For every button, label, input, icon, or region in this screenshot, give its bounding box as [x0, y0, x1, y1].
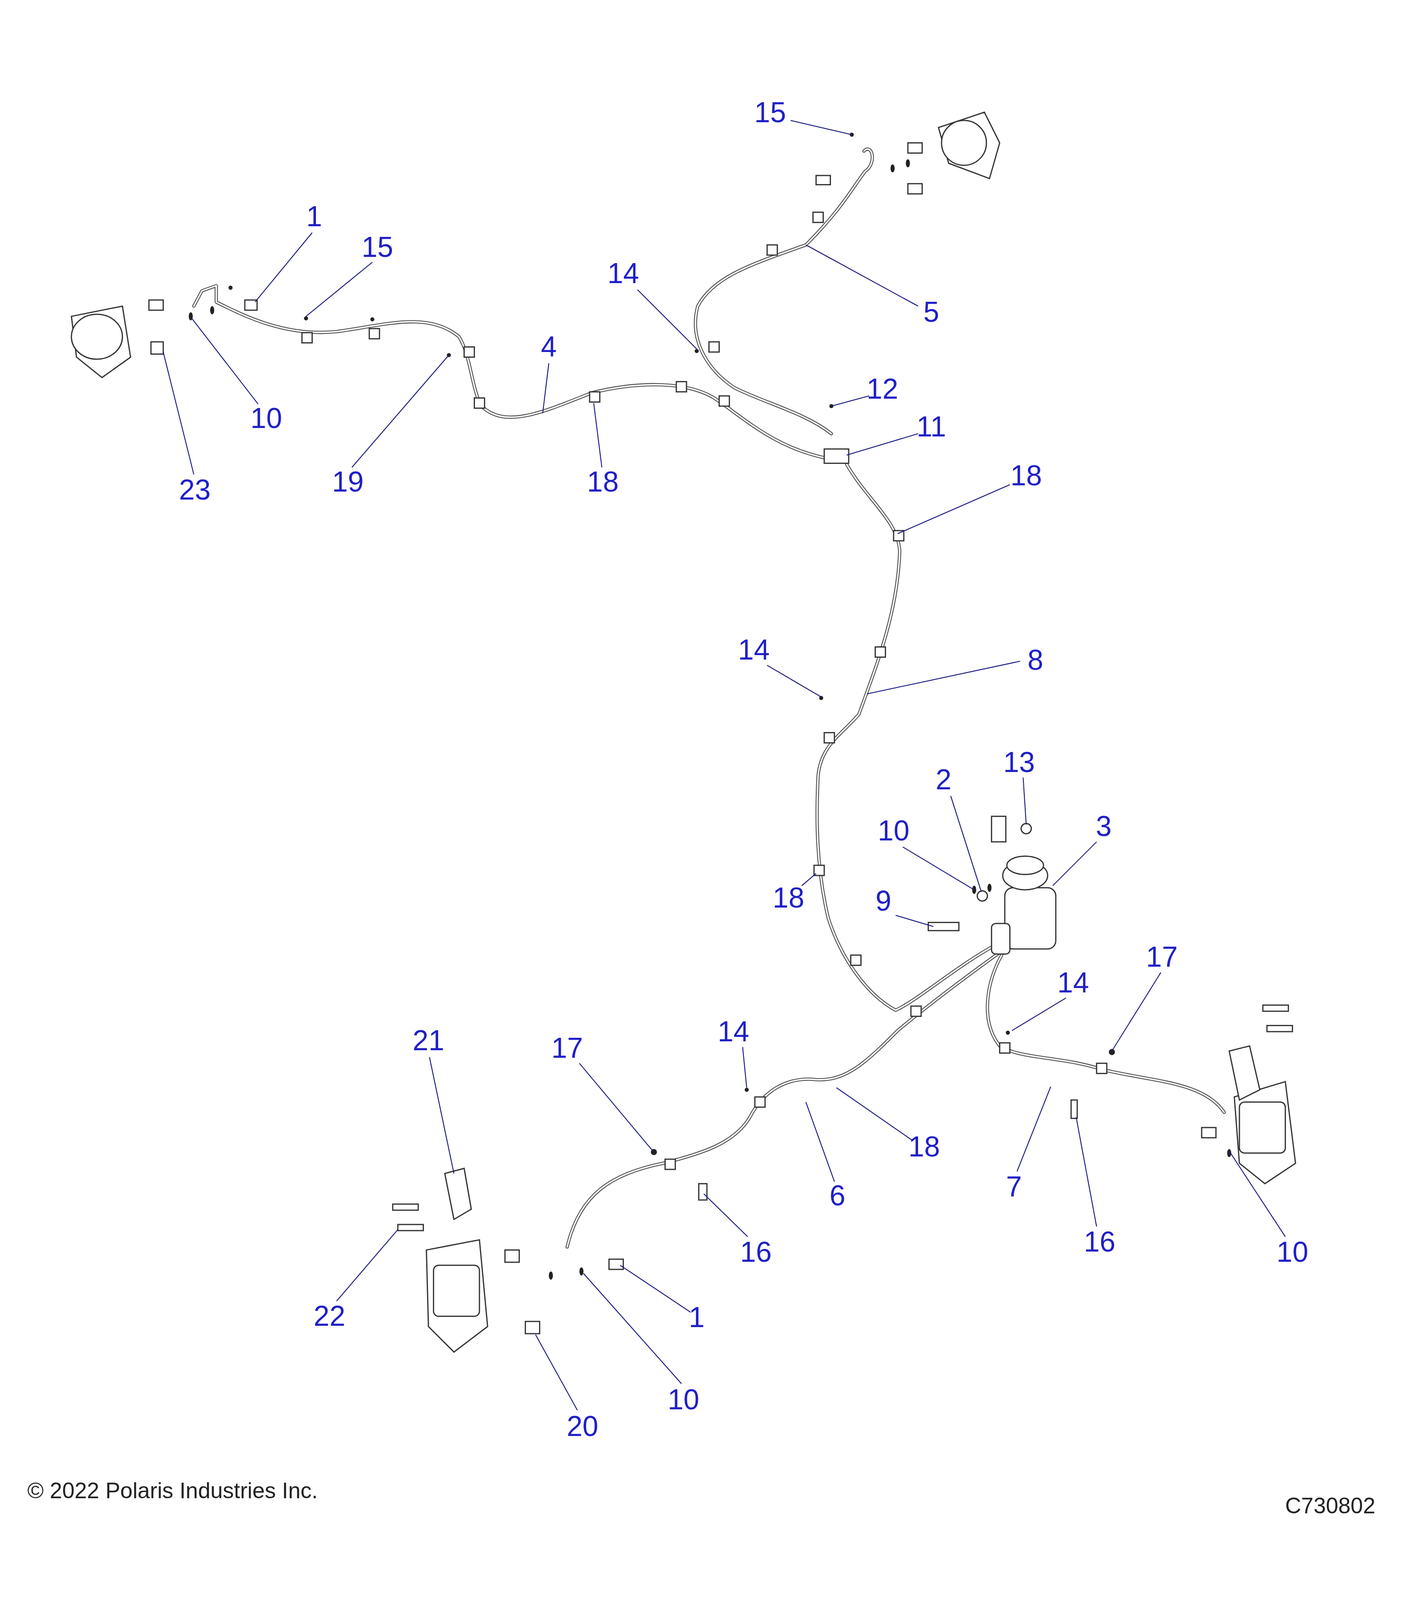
callout-number: 17 [1144, 941, 1180, 972]
callout-number: 10 [1274, 1236, 1311, 1267]
callout-number: 9 [873, 885, 894, 916]
callout-number: 11 [914, 411, 948, 442]
callout-number: 8 [1025, 644, 1046, 676]
callout-number: 1 [304, 201, 324, 232]
callout-number: 15 [752, 97, 788, 128]
leader-lines [163, 120, 1286, 1411]
callout-number: 18 [906, 1131, 942, 1162]
callout-number: 1 [687, 1302, 707, 1333]
note-text: C730802 [1283, 1493, 1378, 1518]
callout-number: 20 [564, 1410, 600, 1442]
callout-number: 10 [875, 815, 911, 846]
callout-number: 14 [736, 634, 772, 665]
callout-number: 18 [585, 466, 621, 497]
callout-number: 12 [864, 373, 900, 404]
callout-number: 7 [1004, 1171, 1024, 1202]
callout-number: 10 [248, 403, 284, 434]
callout-number: 18 [1008, 460, 1044, 491]
callout-number: 22 [311, 1300, 348, 1331]
note-text: © 2022 Polaris Industries Inc. [25, 1478, 320, 1503]
callout-number: 16 [738, 1236, 774, 1267]
callout-number: 5 [921, 296, 942, 328]
callout-number: 13 [1001, 746, 1037, 778]
callout-number: 14 [715, 1016, 751, 1047]
callout-number: 4 [539, 331, 559, 362]
callout-number: 23 [177, 474, 213, 505]
callout-number: 10 [665, 1384, 701, 1415]
callout-number: 15 [359, 231, 396, 263]
callout-number: 6 [827, 1180, 848, 1211]
callout-number: 14 [605, 258, 641, 289]
callout-number: 2 [934, 764, 954, 795]
callout-number: 21 [411, 1025, 447, 1056]
callout-number: 19 [330, 466, 366, 497]
callout-number: 17 [549, 1032, 585, 1063]
callout-number: 14 [1055, 967, 1091, 998]
callout-number: 3 [1094, 810, 1114, 842]
callout-number: 18 [770, 882, 807, 913]
callout-number: 16 [1082, 1226, 1118, 1257]
